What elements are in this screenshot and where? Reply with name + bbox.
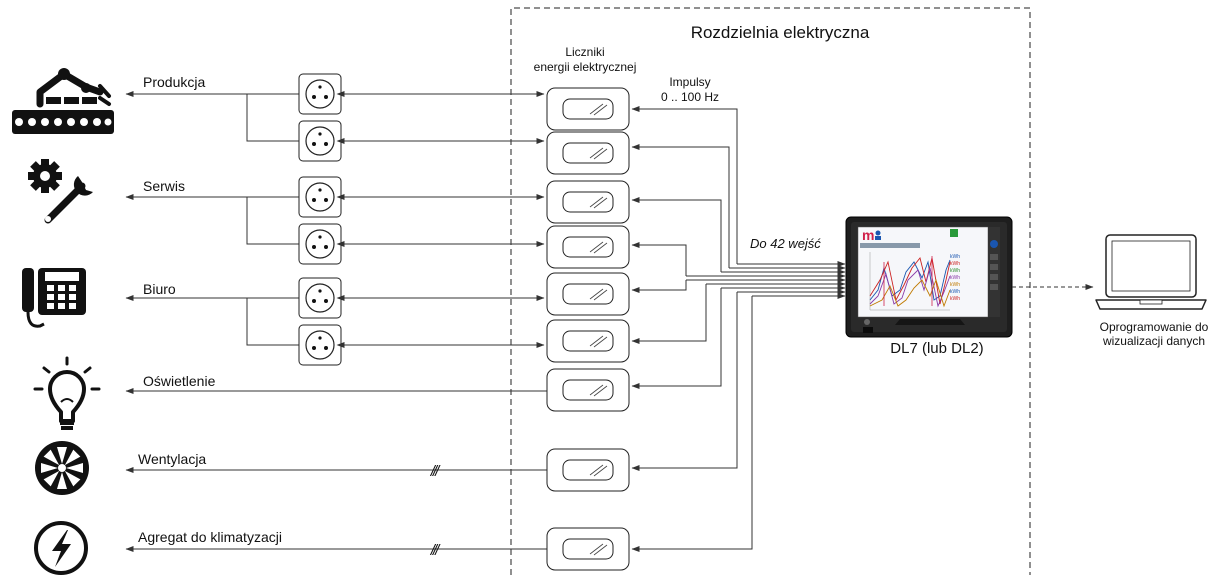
screen-readout: kWh [950,282,960,288]
screen-readout: kWh [950,289,960,295]
consumer-label-production: Produkcja [143,74,205,90]
fan-icon [35,441,89,495]
energy-meter-7 [547,369,629,411]
energy-meter-2 [547,132,629,174]
power-socket-5 [299,278,341,318]
power-sockets [299,74,341,365]
software-label-line1: Oprogramowanie do [1100,320,1209,334]
screen-readout: kWh [950,268,960,274]
consumer-label-air-conditioning: Agregat do klimatyzacji [138,529,282,545]
laptop-icon [1096,235,1206,309]
device-label: DL7 (lub DL2) [890,340,983,357]
light-bulb-icon [35,358,99,430]
impulses-label-line2: 0 .. 100 Hz [661,90,719,104]
energy-meters [547,88,629,570]
software-label-line2: wizualizacji danych [1102,334,1205,348]
power-socket-4 [299,224,341,264]
socket-meter-lines [344,94,544,345]
energy-meter-4 [547,226,629,268]
office-phone-icon [22,268,86,326]
meters-heading-line2: energii elektrycznej [534,60,637,74]
power-socket-3 [299,177,341,217]
impulse-wires [632,109,845,549]
consumer-label-office: Biuro [143,281,176,297]
robot-arm-conveyor-icon [12,68,114,134]
gear-wrench-icon [28,159,93,222]
panel-title: Rozdzielnia elektryczna [691,23,870,42]
energy-meter-5 [547,273,629,315]
power-socket-6 [299,325,341,365]
meters-heading-line1: Liczniki [565,45,604,59]
energy-meter-1 [547,88,629,130]
three-phase-mark-ventilation: /// [430,463,441,480]
screen-logo: m [862,227,874,243]
power-bolt-icon [36,523,86,573]
screen-readout: kWh [950,261,960,267]
screen-readout: kWh [950,254,960,260]
consumer-feed-lines [126,94,547,549]
energy-meter-9 [547,528,629,570]
screen-readout: kWh [950,275,960,281]
three-phase-mark-air-conditioning: /// [430,542,441,559]
power-socket-2 [299,121,341,161]
consumer-label-ventilation: Wentylacja [138,451,206,467]
energy-meter-8 [547,449,629,491]
power-socket-1 [299,74,341,114]
impulses-label-line1: Impulsy [669,75,710,89]
energy-meter-3 [547,181,629,223]
inputs-count-label: Do 42 wejść [750,236,821,251]
energy-meter-6 [547,320,629,362]
consumer-label-lighting: Oświetlenie [143,373,216,389]
screen-readout: kWh [950,296,960,302]
consumer-label-service: Serwis [143,178,185,194]
